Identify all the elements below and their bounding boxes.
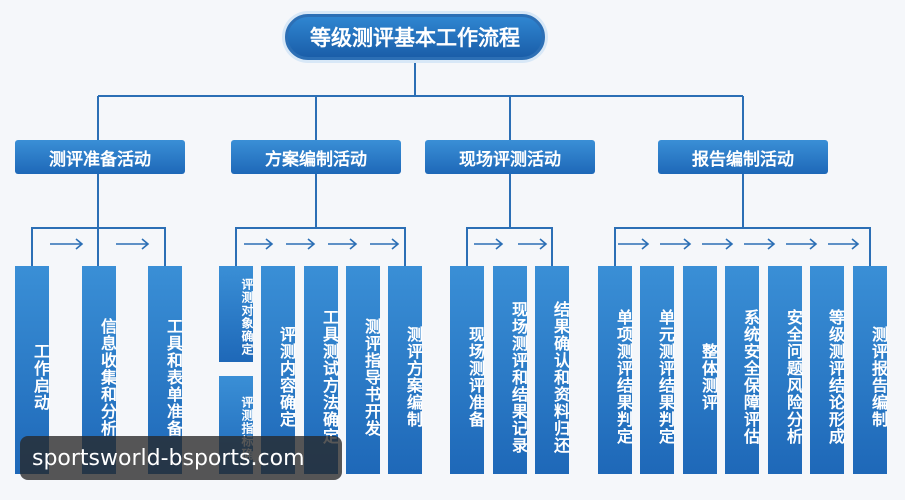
root-title: 等级测评基本工作流程 (285, 14, 545, 60)
step-system-assess: 系统安全保障评估 (725, 266, 760, 474)
step-conclusion: 等级测评结论形成 (810, 266, 845, 474)
step-report-compile: 测评报告编制 (853, 266, 888, 474)
category-report: 报告编制活动 (658, 140, 828, 174)
step-overall: 整体测评 (683, 266, 718, 474)
step-risk-analysis: 安全问题风险分析 (768, 266, 803, 474)
step-single-judge: 单项测评结果判定 (598, 266, 633, 474)
category-plan: 方案编制活动 (231, 140, 401, 174)
watermark-text: sportsworld-bsports.com (20, 436, 342, 480)
step-onsite-prep: 现场测评准备 (450, 266, 485, 474)
step-guide-dev: 测评指导书开发 (346, 266, 381, 474)
step-onsite-record: 现场测评和结果记录 (493, 266, 528, 474)
step-unit-judge: 单元测评结果判定 (640, 266, 675, 474)
step-target-confirm: 评测对象确定 (219, 266, 254, 362)
category-prep: 测评准备活动 (15, 140, 185, 174)
step-result-confirm: 结果确认和资料归还 (535, 266, 570, 474)
step-plan-compile: 测评方案编制 (388, 266, 423, 474)
category-onsite: 现场评测活动 (425, 140, 595, 174)
